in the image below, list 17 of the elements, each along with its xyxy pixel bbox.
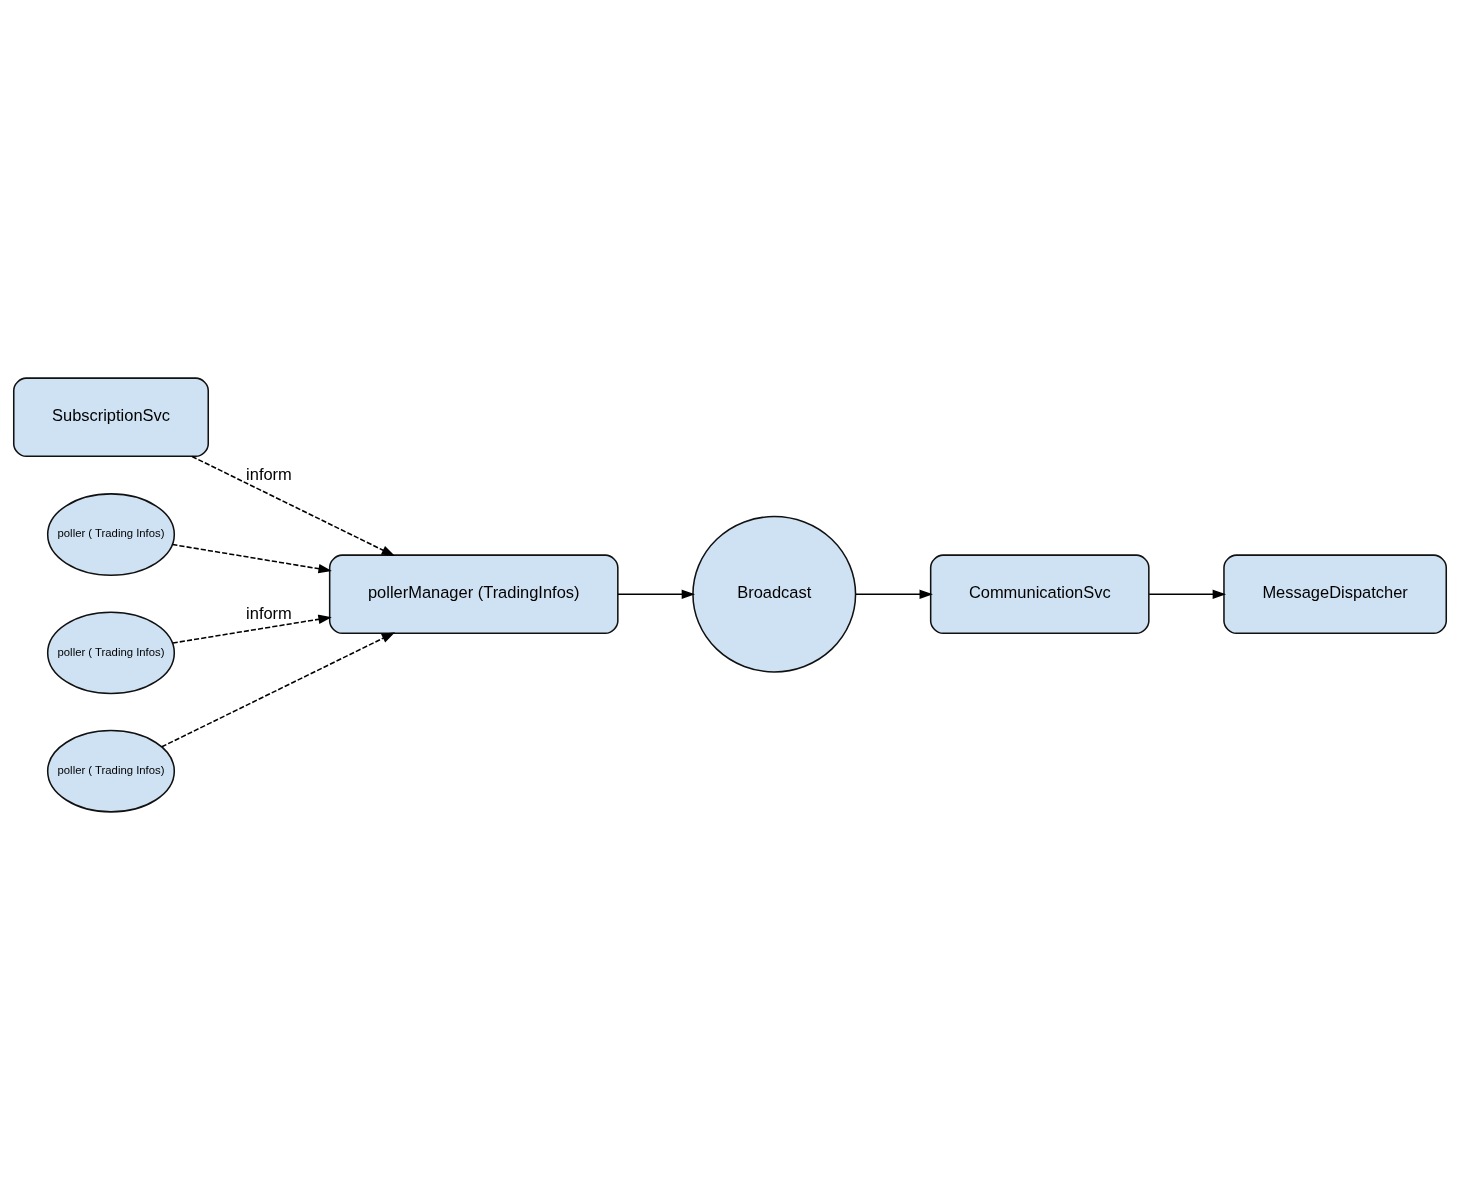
arrow xyxy=(1148,589,1227,599)
edge-label: inform xyxy=(246,603,292,622)
node-circle: Broadcast xyxy=(692,515,857,673)
node-ellipse: poller ( Trading Infos) xyxy=(46,610,176,694)
node-box: SubscriptionSvc xyxy=(12,376,209,457)
node-box: pollerManager (TradingInfos) xyxy=(328,553,619,634)
arrow xyxy=(171,543,332,573)
arrow xyxy=(191,455,395,556)
arrow xyxy=(855,589,933,599)
node-box: CommunicationSvc xyxy=(929,553,1150,634)
node-ellipse: poller ( Trading Infos) xyxy=(46,729,176,813)
arrow xyxy=(617,589,696,599)
arrow xyxy=(161,631,396,748)
node-box: MessageDispatcher xyxy=(1223,553,1448,634)
arrow xyxy=(172,614,332,644)
edge-label: inform xyxy=(246,464,292,483)
node-ellipse: poller ( Trading Infos) xyxy=(46,492,176,576)
